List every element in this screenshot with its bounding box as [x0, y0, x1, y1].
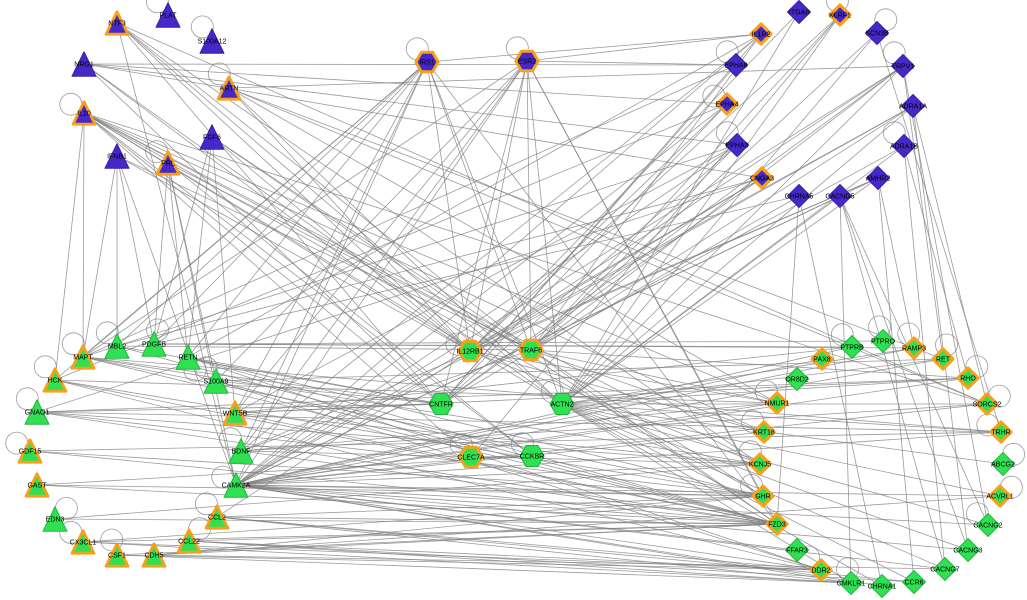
svg-text:PLAT: PLAT	[160, 13, 178, 20]
svg-text:ADRA1B: ADRA1B	[890, 144, 918, 151]
svg-text:EPHA8: EPHA8	[725, 63, 748, 70]
svg-text:ITGA8: ITGA8	[789, 10, 809, 17]
svg-text:OR8D2: OR8D2	[785, 377, 808, 384]
svg-text:CHRNA5: CHRNA5	[785, 194, 814, 201]
svg-text:NMUR1: NMUR1	[765, 401, 790, 408]
svg-text:IFNB1: IFNB1	[107, 154, 127, 161]
svg-text:PDGFB: PDGFB	[142, 342, 166, 349]
svg-text:TRHR: TRHR	[991, 430, 1010, 437]
svg-text:IL1R2: IL1R2	[752, 32, 771, 39]
svg-text:IRS1: IRS1	[419, 60, 435, 67]
svg-text:KLRF1: KLRF1	[829, 13, 851, 20]
svg-text:GAST: GAST	[27, 483, 47, 490]
svg-text:PTPRB: PTPRB	[840, 345, 864, 352]
svg-text:S100A9: S100A9	[204, 379, 229, 386]
svg-text:MBL2: MBL2	[108, 344, 126, 351]
svg-text:GNAO1: GNAO1	[25, 410, 50, 417]
svg-text:EPHA4: EPHA4	[716, 102, 739, 109]
svg-text:CCL2: CCL2	[208, 515, 226, 522]
svg-text:CAMK2A: CAMK2A	[222, 483, 251, 490]
svg-text:HCK: HCK	[48, 378, 63, 385]
svg-text:RAMP3: RAMP3	[902, 346, 926, 353]
svg-text:CDH5: CDH5	[144, 553, 163, 560]
svg-text:WNT5B: WNT5B	[223, 411, 248, 418]
svg-text:SCN3B: SCN3B	[865, 31, 889, 38]
svg-text:CNTFR: CNTFR	[429, 402, 453, 409]
svg-text:ACTN2: ACTN2	[551, 402, 574, 409]
svg-text:EPHA3: EPHA3	[726, 143, 749, 150]
svg-text:NRG1: NRG1	[74, 62, 94, 69]
svg-text:CACNG3: CACNG3	[953, 548, 982, 555]
svg-text:RET: RET	[936, 357, 951, 364]
svg-text:PRL: PRL	[161, 161, 175, 168]
svg-text:IL10: IL10	[77, 111, 91, 118]
svg-text:MAPT: MAPT	[73, 355, 93, 362]
svg-text:EDN3: EDN3	[46, 517, 65, 524]
svg-text:CACNG7: CACNG7	[930, 567, 959, 574]
svg-text:ABCG2: ABCG2	[991, 462, 1015, 469]
svg-text:CACNG5: CACNG5	[825, 194, 854, 201]
svg-text:CACNG2: CACNG2	[973, 523, 1002, 530]
svg-text:ACVRL1: ACVRL1	[986, 494, 1013, 501]
svg-text:FZD3: FZD3	[768, 522, 786, 529]
svg-text:PAX8: PAX8	[813, 357, 830, 364]
svg-text:CHRNA1: CHRNA1	[868, 584, 897, 591]
svg-text:RETN: RETN	[178, 355, 197, 362]
svg-text:ARTN: ARTN	[220, 86, 239, 93]
svg-text:S100A12: S100A12	[198, 39, 227, 46]
svg-text:ESR2: ESR2	[518, 59, 536, 66]
svg-text:RHO: RHO	[960, 376, 976, 383]
svg-text:AMHR2: AMHR2	[866, 176, 891, 183]
svg-text:CCL22: CCL22	[178, 539, 200, 546]
svg-text:IL12RB1: IL12RB1	[456, 349, 483, 356]
svg-text:CMKLR1: CMKLR1	[837, 581, 866, 588]
svg-text:KCNJ5: KCNJ5	[749, 462, 771, 469]
svg-text:CX3CL1: CX3CL1	[70, 540, 97, 547]
svg-text:SORCS2: SORCS2	[973, 402, 1002, 409]
svg-text:CLEC7A: CLEC7A	[457, 455, 485, 462]
svg-text:CCR6: CCR6	[904, 580, 923, 587]
svg-text:CNGA3: CNGA3	[750, 176, 774, 183]
svg-text:PTPRO: PTPRO	[871, 339, 896, 346]
svg-text:DDR2: DDR2	[811, 568, 830, 575]
svg-text:GHR: GHR	[755, 494, 771, 501]
svg-text:BDNF: BDNF	[231, 449, 250, 456]
svg-text:CSF1: CSF1	[108, 553, 126, 560]
svg-text:TRAF6: TRAF6	[520, 348, 542, 355]
svg-text:CCKBR: CCKBR	[520, 454, 545, 461]
svg-text:FFAR3: FFAR3	[786, 548, 808, 555]
svg-text:FGF6: FGF6	[203, 135, 221, 142]
svg-text:GDF15: GDF15	[19, 449, 42, 456]
svg-text:NTF3: NTF3	[108, 21, 126, 28]
svg-text:ADRA1A: ADRA1A	[899, 104, 927, 111]
svg-text:KRT18: KRT18	[753, 430, 775, 437]
svg-text:TRPV1: TRPV1	[892, 64, 915, 71]
